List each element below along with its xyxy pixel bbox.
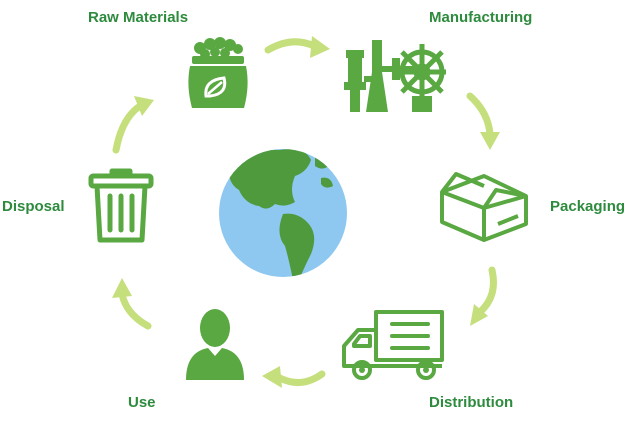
- delivery-truck-icon: [342, 310, 444, 380]
- arrow-raw-to-manufacturing: [264, 38, 318, 54]
- label-packaging: Packaging: [550, 198, 626, 215]
- user-icon: [186, 309, 244, 380]
- label-disposal: Disposal: [2, 198, 65, 215]
- factory-machine-icon: [344, 40, 446, 112]
- arrow-distribution-to-use: [272, 370, 326, 386]
- arrow-manufacturing-to-packaging: [466, 92, 494, 138]
- label-use: Use: [128, 394, 156, 411]
- arrow-use-to-disposal: [118, 290, 152, 330]
- arrow-disposal-to-raw: [112, 102, 144, 154]
- box-icon: [440, 172, 528, 242]
- trash-can-icon: [88, 168, 154, 243]
- arrow-packaging-to-distribution: [476, 266, 497, 316]
- label-distribution: Distribution: [429, 394, 514, 411]
- globe-icon: [219, 149, 347, 277]
- label-manufacturing: Manufacturing: [429, 9, 533, 26]
- seed-bag-icon: [188, 37, 248, 108]
- label-raw-materials: Raw Materials: [88, 9, 189, 26]
